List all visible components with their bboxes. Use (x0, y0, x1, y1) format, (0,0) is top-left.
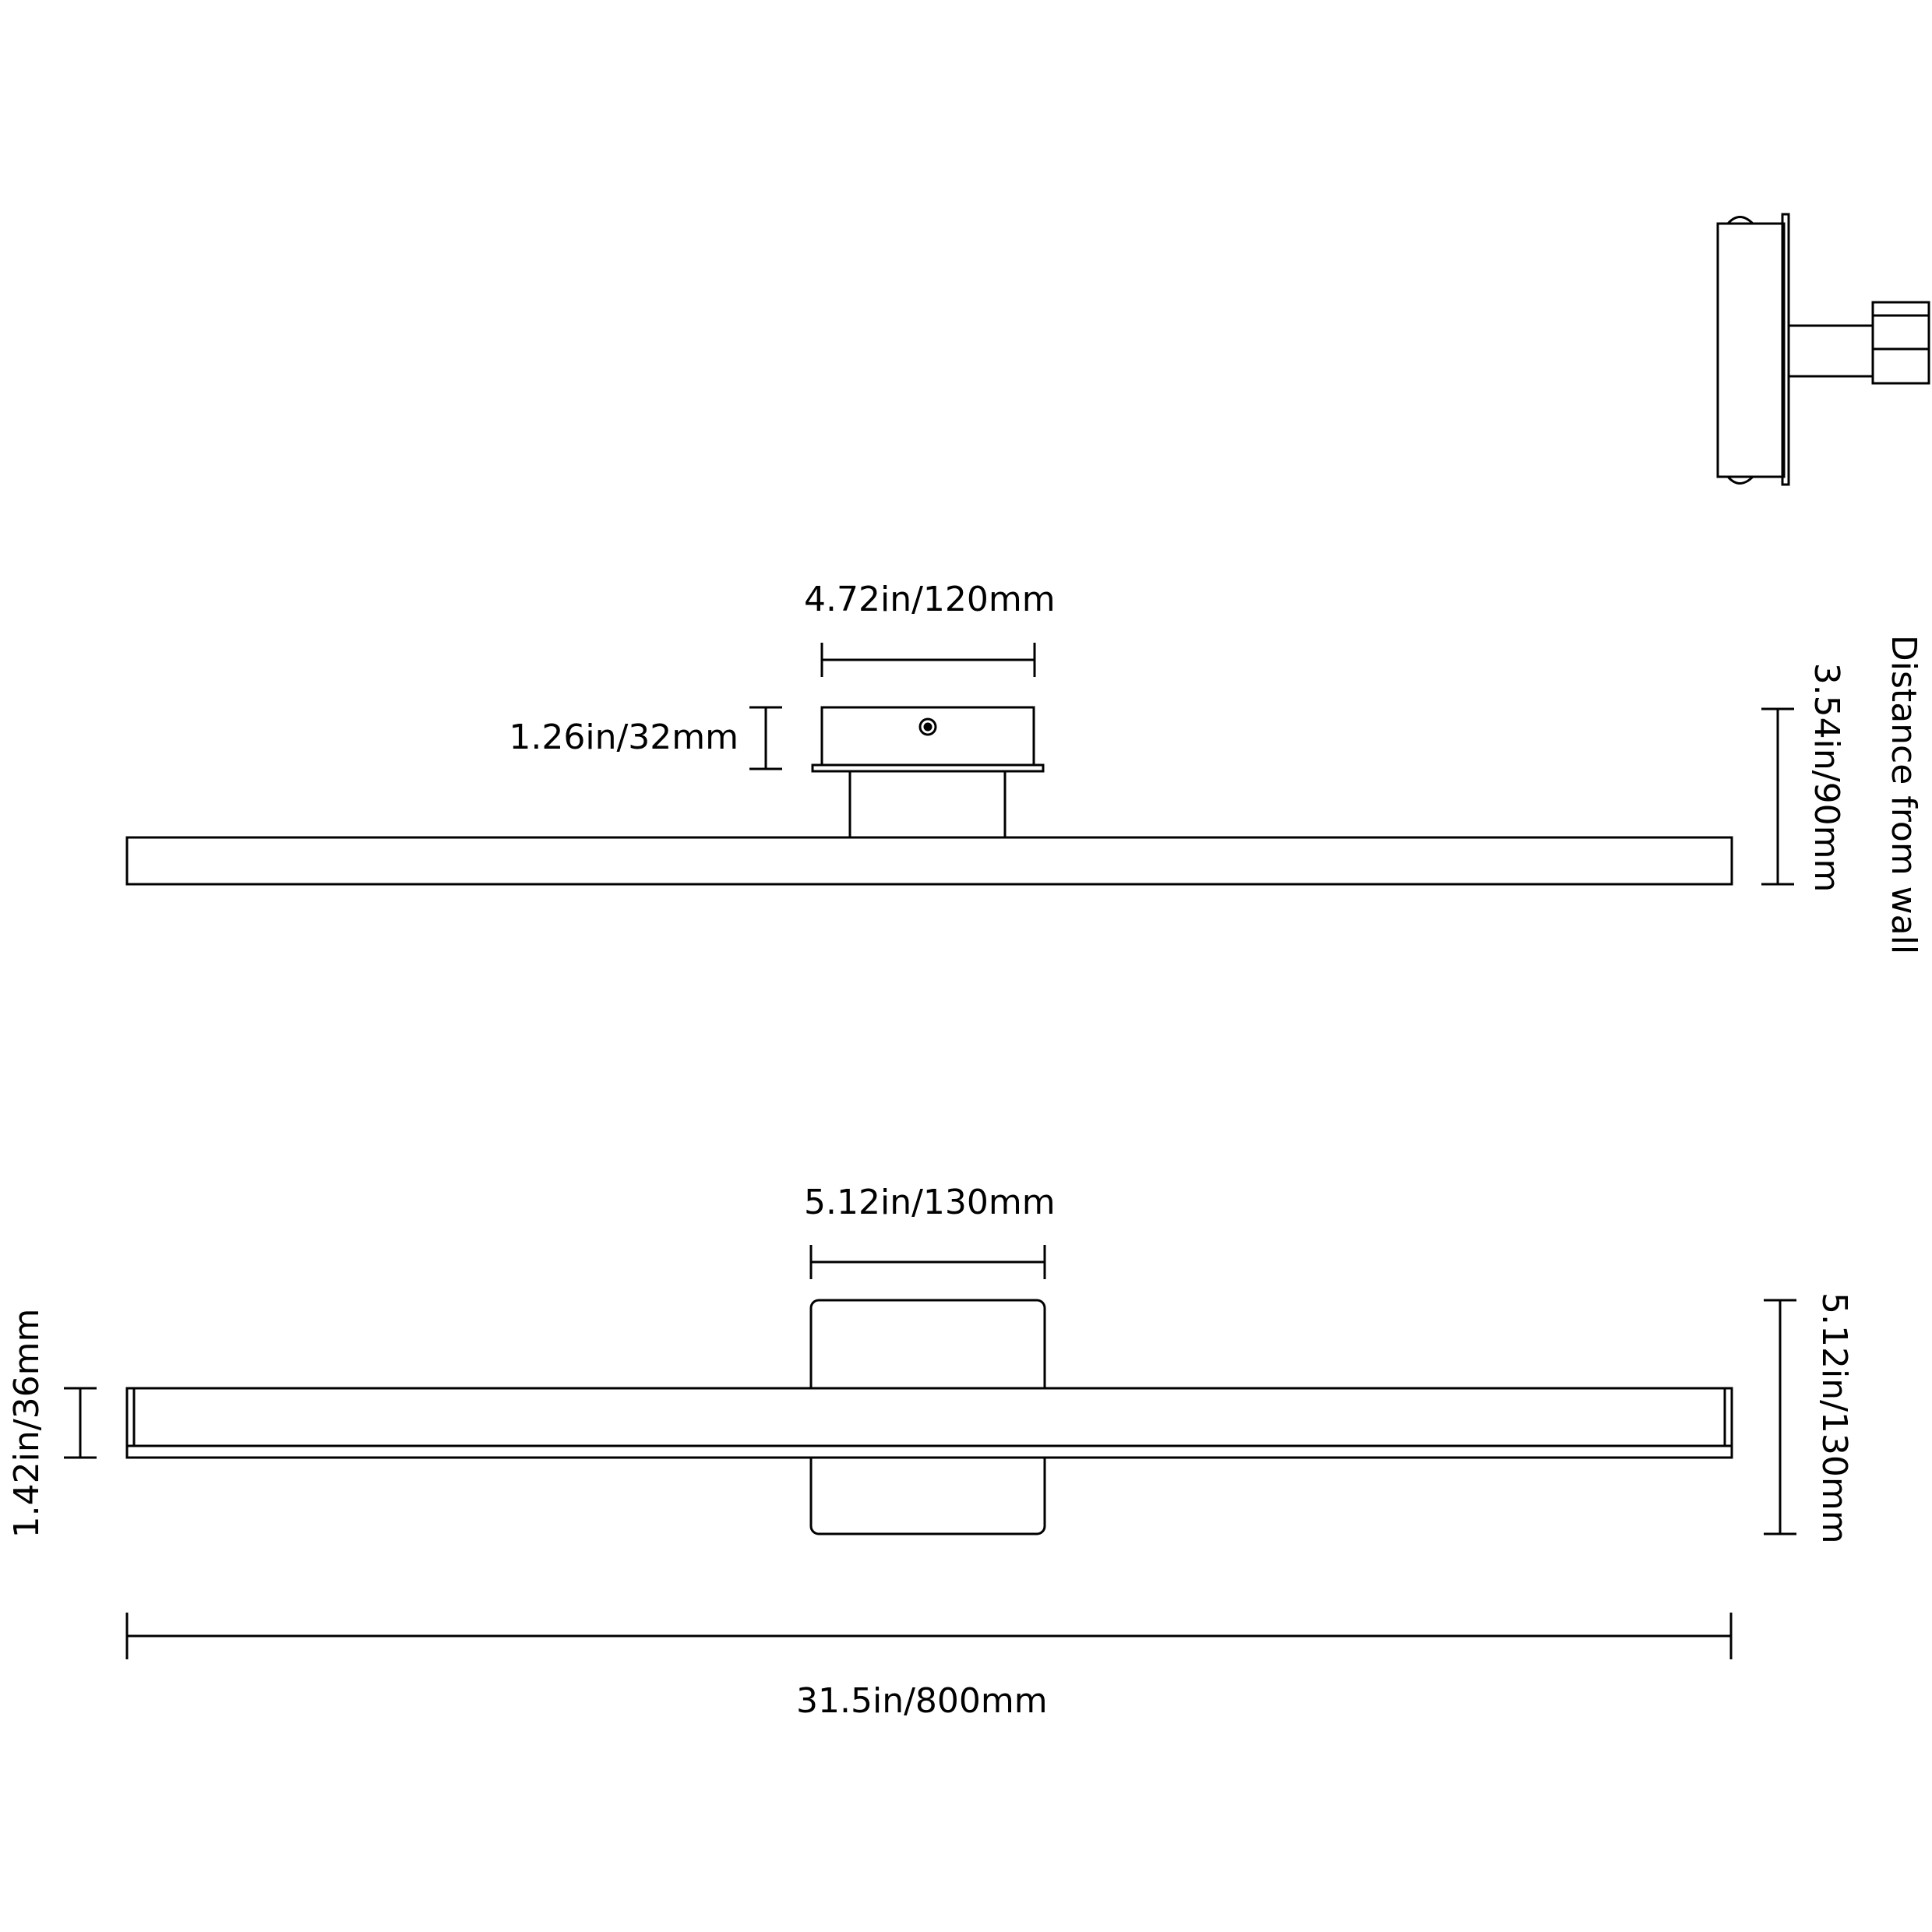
screw-icon (918, 717, 937, 736)
wall-distance-value: 3.54in/90mm (1807, 662, 1846, 893)
side-view (1716, 213, 1930, 486)
dim-bar-height (64, 1387, 97, 1459)
dim-base-width (820, 643, 1036, 677)
front-view (64, 1245, 1796, 1659)
wall-distance-caption: Distance from wall (1884, 634, 1923, 955)
backplate-width-label: 5.12in/130mm (804, 1183, 1056, 1222)
dim-wall-distance (1761, 707, 1794, 886)
base-depth-label: 1.26in/32mm (509, 717, 739, 757)
bar-height-label: 1.42in/36mm (7, 1308, 47, 1539)
top-view (125, 643, 1794, 886)
front-view-light-bar (125, 1387, 1733, 1447)
dim-base-depth (749, 706, 782, 770)
top-view-light-bar (125, 836, 1733, 886)
base-width-label: 4.72in/120mm (804, 580, 1056, 619)
top-view-base-box (820, 706, 1035, 767)
side-view-shade-body (1716, 222, 1786, 478)
dim-total-length (125, 1613, 1733, 1659)
side-view-arm (1787, 324, 1874, 378)
backplate-height-label: 5.12in/130mm (1814, 1292, 1854, 1544)
total-length-label: 31.5in/800mm (796, 1681, 1048, 1721)
dim-backplate-height (1764, 1299, 1796, 1535)
dim-backplate-width (809, 1245, 1046, 1279)
side-view-mount-block (1871, 301, 1930, 385)
